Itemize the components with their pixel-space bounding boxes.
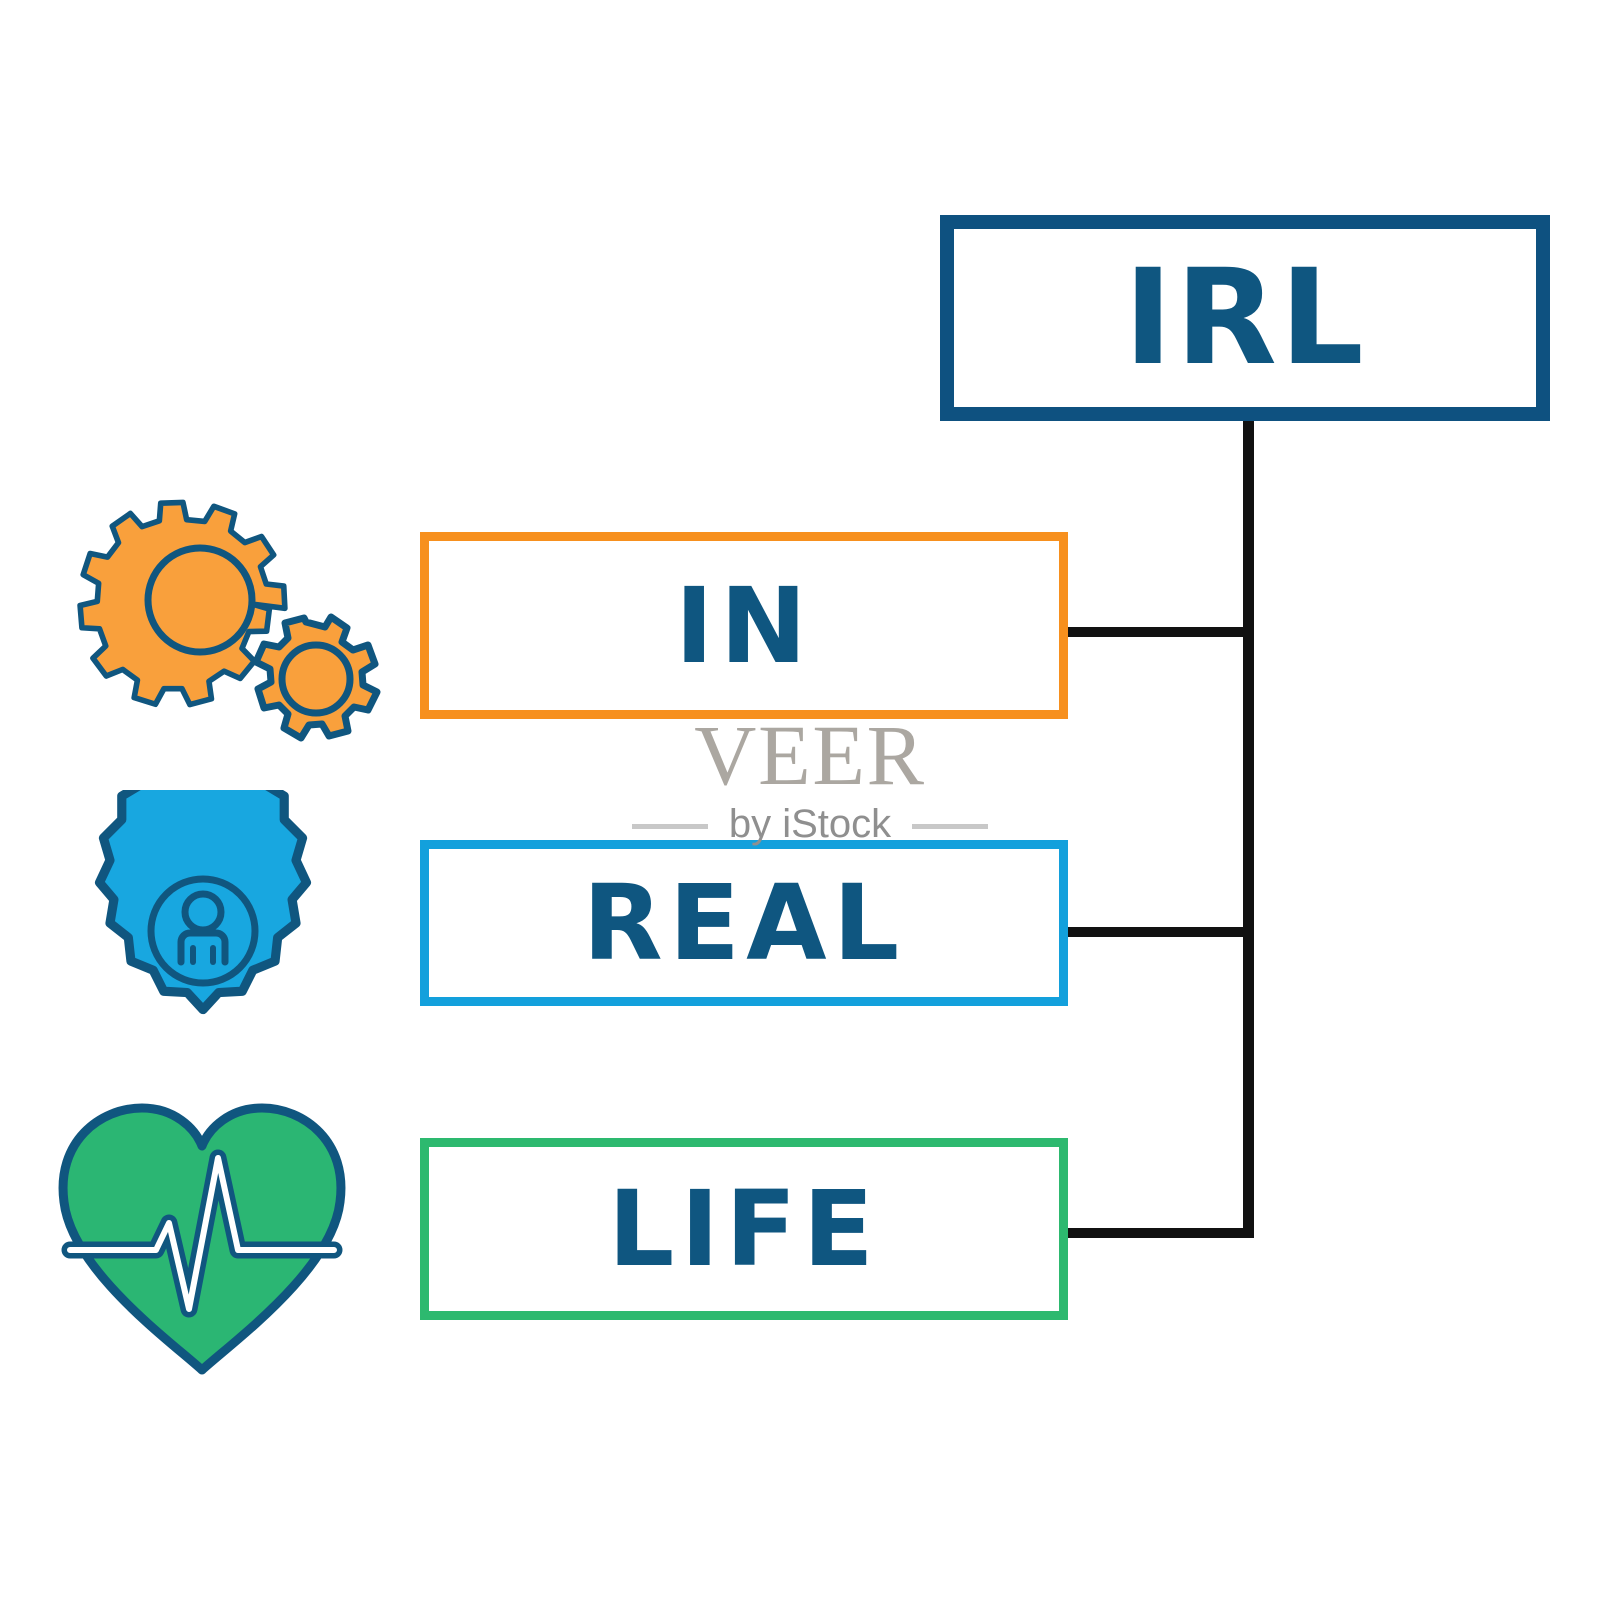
acronym-box-irl[interactable]: IRL: [940, 215, 1550, 421]
term-box-life[interactable]: LIFE: [420, 1138, 1068, 1320]
acronym-label: IRL: [1123, 241, 1367, 395]
user-in-gear-icon: [62, 746, 344, 1072]
term-label-life: LIFE: [607, 1168, 880, 1290]
connector-branch-life: [1068, 1228, 1251, 1238]
gears-icon: [48, 478, 400, 768]
connector-trunk-vertical: [1243, 420, 1254, 1238]
watermark-dash-right: [912, 824, 988, 829]
connector-branch-real: [1068, 927, 1251, 937]
term-box-in[interactable]: IN: [420, 532, 1068, 719]
watermark-attribution: by iStock: [728, 802, 892, 846]
heartbeat-heart-icon: [52, 1098, 352, 1380]
connector-branch-in: [1068, 627, 1251, 637]
watermark-dash-left: [632, 824, 708, 829]
term-label-real: REAL: [582, 862, 906, 984]
term-label-in: IN: [674, 564, 814, 687]
watermark-brand: VEER: [694, 707, 926, 803]
term-box-real[interactable]: REAL: [420, 840, 1068, 1006]
